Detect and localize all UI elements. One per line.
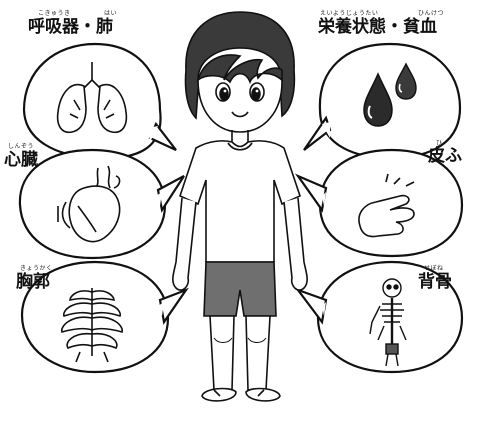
- heart-icon: [57, 165, 121, 243]
- skin-ruby: ひ: [436, 140, 443, 147]
- lungs-icon: [56, 62, 128, 134]
- bubble-spine: [316, 260, 464, 374]
- label-skin: 皮ふ: [428, 146, 462, 166]
- bubble-nutrition-tail: [303, 115, 332, 151]
- spine-ruby: せぼね: [424, 265, 444, 272]
- lungs-ruby-1: こきゅうき: [38, 10, 71, 17]
- bubble-chest-tail: [158, 287, 189, 325]
- heart-ruby: しんぞう: [8, 143, 35, 150]
- nutrition-ruby-2: ひんけつ: [418, 10, 445, 17]
- hand-icon: [358, 173, 415, 238]
- bubble-heart-tail: [156, 175, 185, 213]
- label-heart: 心臓: [4, 150, 38, 170]
- bubble-skin-tail: [294, 173, 328, 213]
- bubble-lungs: [22, 42, 162, 160]
- label-chest: 胸郭: [16, 272, 50, 292]
- skeleton-icon: [369, 278, 407, 367]
- label-nutrition: 栄養状態・貧血: [318, 17, 437, 37]
- lungs-ruby-2: はい: [104, 10, 118, 17]
- label-spine: 背骨: [418, 272, 452, 292]
- child-figure: [172, 11, 308, 402]
- blood-drops-icon: [363, 62, 417, 127]
- chest-ruby: きょうかく: [20, 265, 53, 272]
- nutrition-ruby-1: えいようじょうたい: [320, 10, 379, 17]
- ribcage-icon: [61, 288, 123, 363]
- label-lungs: 呼吸器・肺: [28, 17, 113, 37]
- bubble-spine-tail: [294, 287, 328, 325]
